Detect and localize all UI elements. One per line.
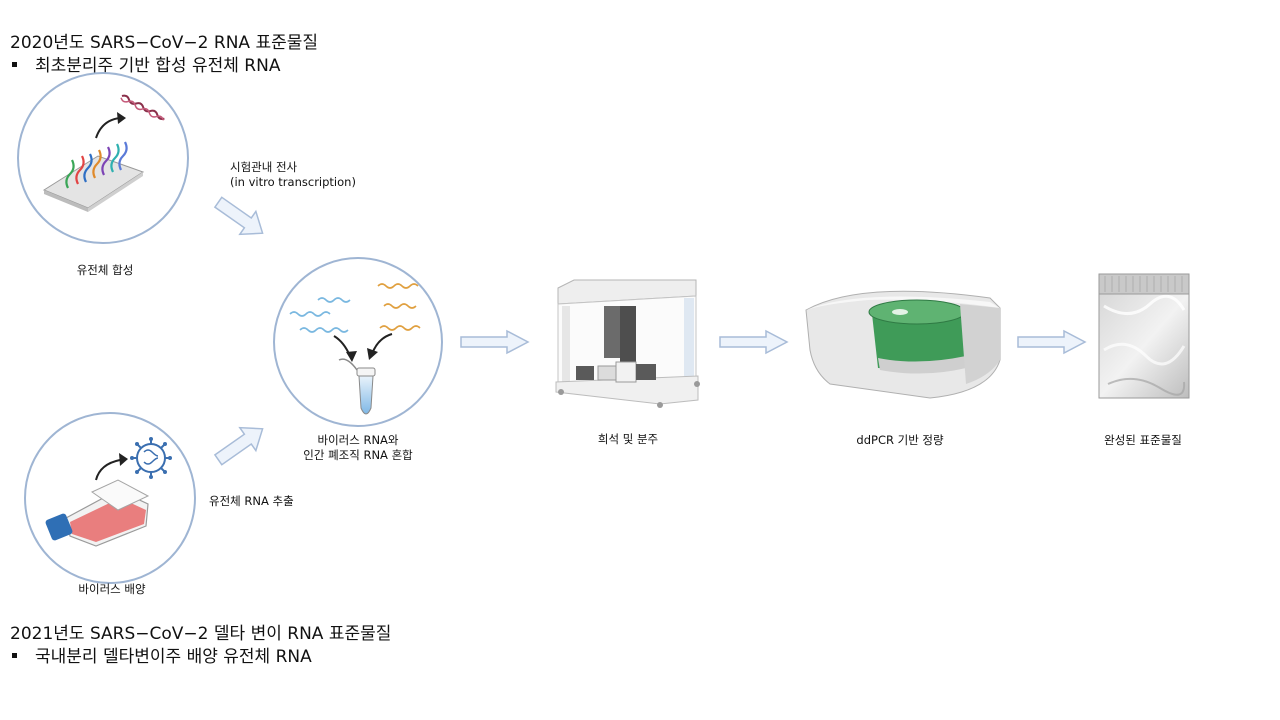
rna-mixing-circle [273, 257, 443, 427]
arrow-culture-to-mix [213, 426, 264, 466]
bullet-square-icon [12, 61, 17, 67]
top-bullet: 최초분리주 기반 합성 유전체 RNA [12, 51, 280, 76]
rna-mixing-label-line2: 인간 폐조직 RNA 혼합 [303, 448, 413, 462]
virus-icon [130, 437, 172, 479]
top-bullet-text: 최초분리주 기반 합성 유전체 RNA [35, 56, 281, 76]
dilution-label: 희석 및 분주 [597, 432, 659, 446]
standard-material-pouch-icon [1098, 273, 1190, 399]
bottom-bullet: 국내분리 델타변이주 배양 유전체 RNA [12, 642, 312, 667]
rna-mixing-label: 바이러스 RNA와 인간 폐조직 RNA 혼합 [288, 433, 428, 463]
ivt-label-line1: 시험관내 전사 [230, 160, 298, 174]
ivt-label: 시험관내 전사 (in vitro transcription) [230, 160, 356, 190]
virus-culture-label: 바이러스 배양 [78, 582, 146, 596]
arrow-mix-to-dilution [460, 329, 530, 355]
ddpcr-device-icon [805, 290, 1001, 399]
bottom-title: 2021년도 SARS−CoV−2 델타 변이 RNA 표준물질 [10, 624, 392, 644]
arrow-ddpcr-to-final [1017, 329, 1087, 355]
genome-synthesis-circle [17, 72, 189, 244]
rna-extraction-label: 유전체 RNA 추출 [209, 494, 294, 508]
virus-culture-circle [24, 412, 196, 584]
genome-synthesis-label: 유전체 합성 [76, 263, 134, 277]
top-title: 2020년도 SARS−CoV−2 RNA 표준물질 [10, 33, 319, 53]
liquid-handler-icon [555, 279, 700, 408]
rna-mixing-label-line1: 바이러스 RNA와 [317, 433, 399, 447]
final-product-label: 완성된 표준물질 [1104, 433, 1182, 447]
bottom-bullet-text: 국내분리 델타변이주 배양 유전체 RNA [35, 647, 312, 667]
arrow-dilution-to-ddpcr [719, 329, 789, 355]
ddpcr-label: ddPCR 기반 정량 [856, 433, 944, 447]
bullet-square-icon [12, 652, 17, 658]
ivt-label-line2: (in vitro transcription) [230, 175, 356, 189]
arrow-synthesis-to-mix [213, 196, 264, 236]
